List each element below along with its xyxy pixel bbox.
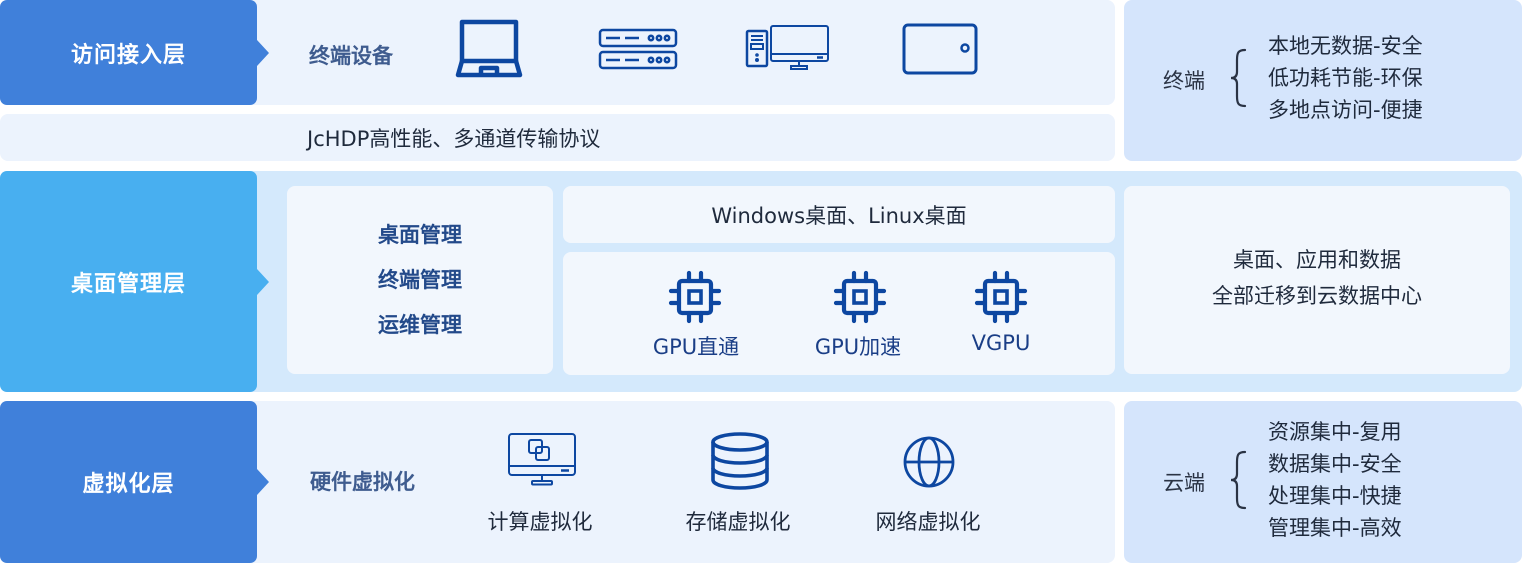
chip-icon xyxy=(833,270,887,324)
chip-icon xyxy=(668,270,722,324)
terminal-benefit: 本地无数据-安全 xyxy=(1268,34,1423,58)
cloud-benefit: 管理集中-高效 xyxy=(1268,516,1402,540)
terminal-benefit: 低功耗节能-环保 xyxy=(1268,66,1423,90)
cloud-benefits-list: 资源集中-复用 数据集中-安全 处理集中-快捷 管理集中-高效 xyxy=(1268,416,1402,544)
desktop-os-card xyxy=(563,186,1115,243)
globe-icon xyxy=(902,435,956,489)
access-devices-panel xyxy=(240,0,1115,105)
layer-label-desktop: 桌面管理层 xyxy=(0,171,269,392)
gpu-item-label: GPU加速 xyxy=(814,335,902,359)
management-item: 终端管理 xyxy=(378,268,462,292)
cloud-benefit: 资源集中-复用 xyxy=(1268,420,1402,444)
management-list: 桌面管理 终端管理 运维管理 xyxy=(287,219,553,341)
summary-line: 桌面、应用和数据 xyxy=(1233,248,1401,272)
layer-label-virtualization: 虚拟化层 xyxy=(0,401,269,563)
server-icon xyxy=(598,28,678,70)
desktop-os-text: Windows桌面、Linux桌面 xyxy=(711,204,967,228)
summary-line: 全部迁移到云数据中心 xyxy=(1212,284,1422,308)
management-card xyxy=(287,186,553,374)
brace-icon xyxy=(1228,450,1248,514)
protocol-text: JcHDP高性能、多通道传输协议 xyxy=(307,127,601,151)
gpu-item-label: GPU直通 xyxy=(652,335,740,359)
cloud-benefit: 数据集中-安全 xyxy=(1268,452,1402,476)
protocol-panel xyxy=(0,114,1115,161)
gpu-item-label: VGPU xyxy=(971,331,1031,355)
database-icon xyxy=(710,432,770,490)
management-item: 运维管理 xyxy=(378,313,462,337)
virtualization-panel xyxy=(240,401,1115,563)
virtualization-item-label: 存储虚拟化 xyxy=(685,510,791,534)
summary-card xyxy=(1124,186,1510,374)
layer-label-access: 访问接入层 xyxy=(0,0,269,105)
chip-icon xyxy=(974,270,1028,324)
virtual-machine-icon xyxy=(507,432,577,488)
terminal-benefits-list: 本地无数据-安全 低功耗节能-环保 多地点访问-便捷 xyxy=(1268,30,1423,126)
brace-icon xyxy=(1228,48,1248,112)
access-section-title: 终端设备 xyxy=(309,44,393,68)
tablet-icon xyxy=(902,23,978,75)
gpu-card xyxy=(563,252,1115,375)
cloud-benefit: 处理集中-快捷 xyxy=(1268,484,1402,508)
desktop-pc-icon xyxy=(745,24,831,70)
summary-text: 桌面、应用和数据 全部迁移到云数据中心 xyxy=(1124,242,1510,314)
laptop-icon xyxy=(455,19,523,79)
management-item: 桌面管理 xyxy=(378,223,462,247)
virtualization-section-title: 硬件虚拟化 xyxy=(310,470,415,494)
cloud-key: 云端 xyxy=(1163,471,1205,495)
terminal-benefits-panel xyxy=(1124,0,1522,161)
terminal-key: 终端 xyxy=(1163,69,1205,93)
virtualization-item-label: 计算虚拟化 xyxy=(487,510,593,534)
cloud-benefits-panel xyxy=(1124,401,1522,563)
virtualization-item-label: 网络虚拟化 xyxy=(875,510,981,534)
terminal-benefit: 多地点访问-便捷 xyxy=(1268,98,1423,122)
